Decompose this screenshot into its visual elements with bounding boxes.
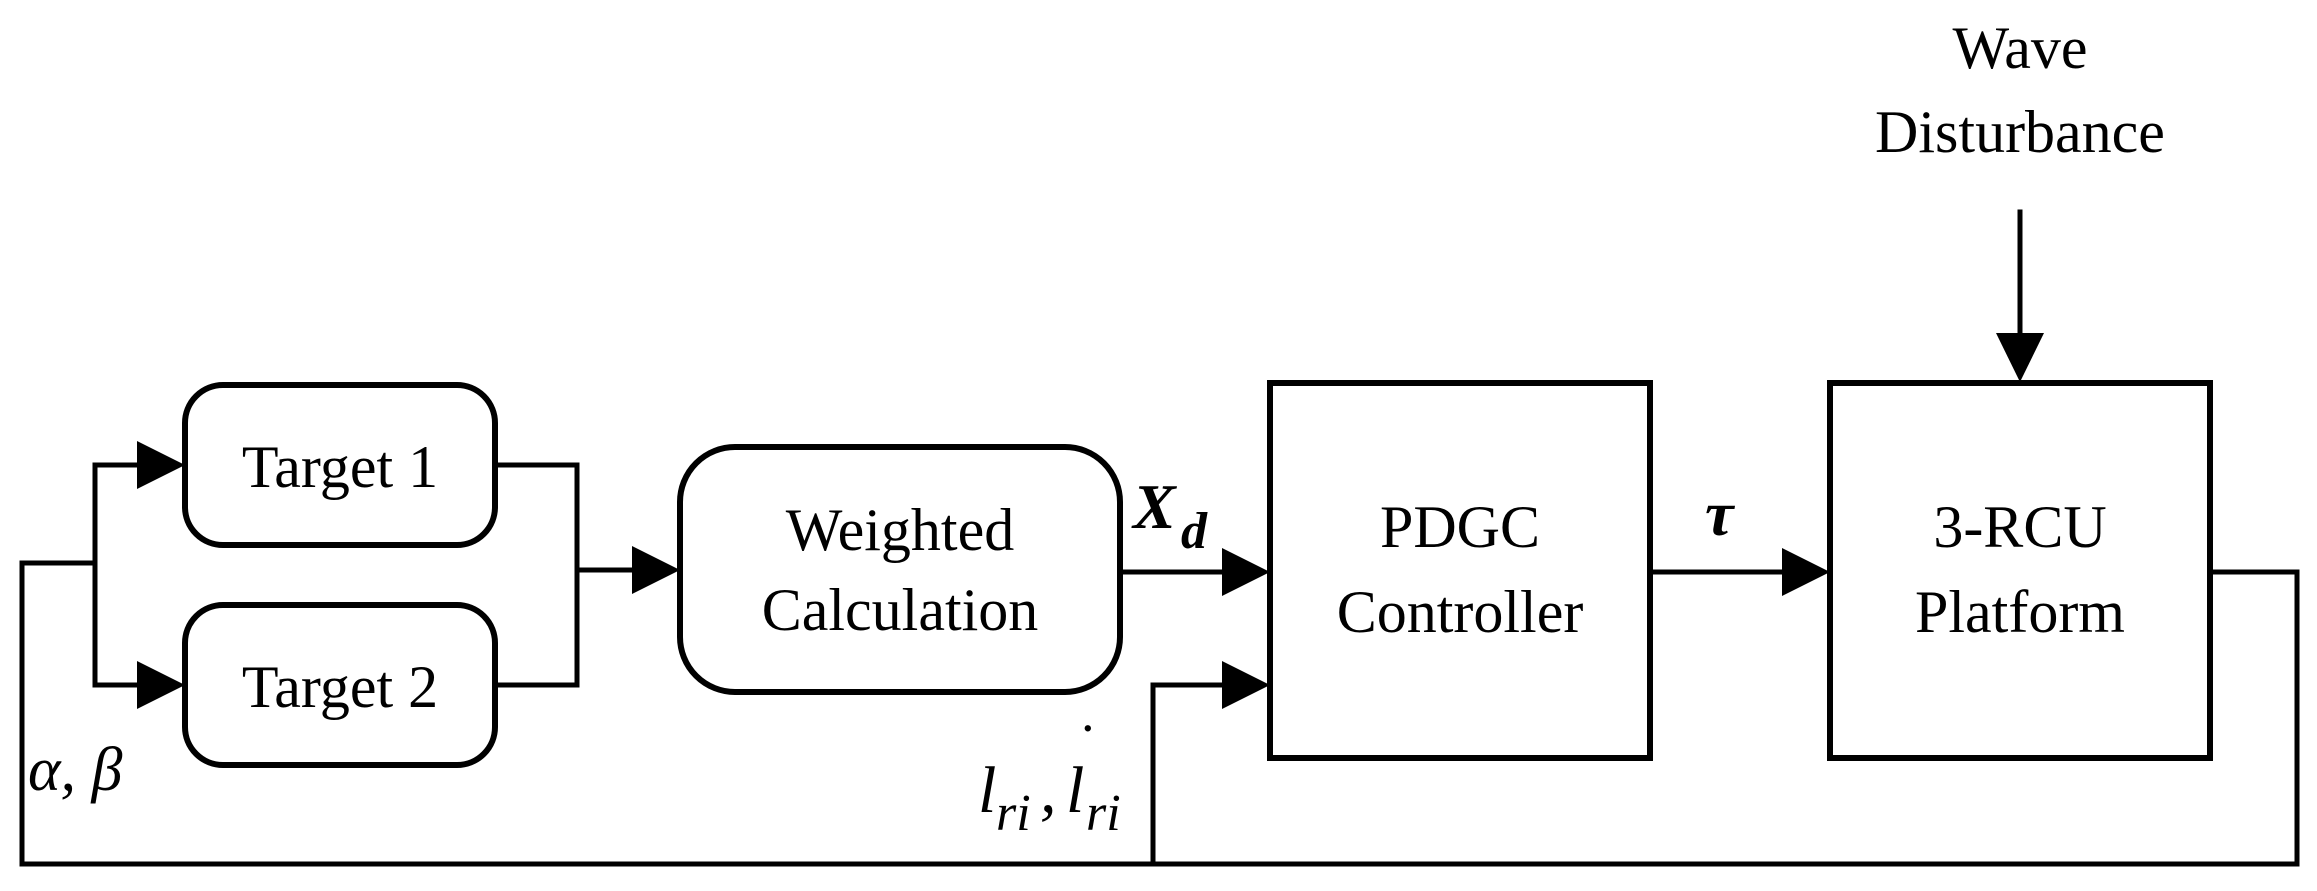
feedback-line xyxy=(19,560,2300,867)
pdgc-label-line2: Controller xyxy=(1337,579,1584,645)
lri-label: l ri , l ˙ ri xyxy=(978,712,1121,842)
weighted-label-line1: Weighted xyxy=(786,497,1014,563)
weighted-label-line2: Calculation xyxy=(762,577,1039,643)
lri-dot-l: l xyxy=(1066,754,1084,827)
split-line xyxy=(92,462,143,688)
length-feedback-line xyxy=(1150,682,1225,867)
disturbance-label-line2: Disturbance xyxy=(1875,99,2165,165)
length-feedback-arrowhead xyxy=(1222,661,1270,709)
platform-label-line1: 3-RCU xyxy=(1933,494,2106,560)
target-1-block: Target 1 xyxy=(182,382,498,548)
platform-block: 3-RCU Platform xyxy=(1827,380,2213,761)
xd-main: X xyxy=(1131,471,1177,542)
tau-label: τ xyxy=(1705,478,1736,549)
merge-line xyxy=(492,462,580,688)
platform-label-line2: Platform xyxy=(1915,579,2125,645)
disturbance-label-line1: Wave xyxy=(1952,15,2087,81)
lri-separator: , xyxy=(1040,754,1057,827)
target-2-label: Target 2 xyxy=(242,654,438,720)
tau-arrowhead xyxy=(1782,548,1830,596)
target-1-input-arrowhead xyxy=(137,441,185,489)
weighted-calculation-block: Weighted Calculation xyxy=(677,444,1123,695)
lri-dot-accent: ˙ xyxy=(1074,712,1094,778)
disturbance-arrowhead xyxy=(1996,333,2044,382)
pdgc-label-line1: PDGC xyxy=(1380,494,1540,560)
target-1-label: Target 1 xyxy=(242,434,438,500)
lri-l: l xyxy=(978,754,996,827)
lri-subscript: ri xyxy=(996,785,1031,842)
lri-dot-subscript: ri xyxy=(1086,785,1121,842)
xd-label: X d xyxy=(1131,471,1208,560)
wave-disturbance-input: Wave Disturbance xyxy=(1875,15,2165,382)
target-2-block: Target 2 xyxy=(182,602,498,768)
target-2-input-arrowhead xyxy=(137,661,185,709)
xd-arrowhead xyxy=(1222,548,1270,596)
alpha-beta-label: α, β xyxy=(28,736,123,804)
pdgc-controller-block: PDGC Controller xyxy=(1267,380,1653,761)
weighted-input-arrowhead xyxy=(632,546,680,594)
xd-subscript: d xyxy=(1181,503,1208,560)
